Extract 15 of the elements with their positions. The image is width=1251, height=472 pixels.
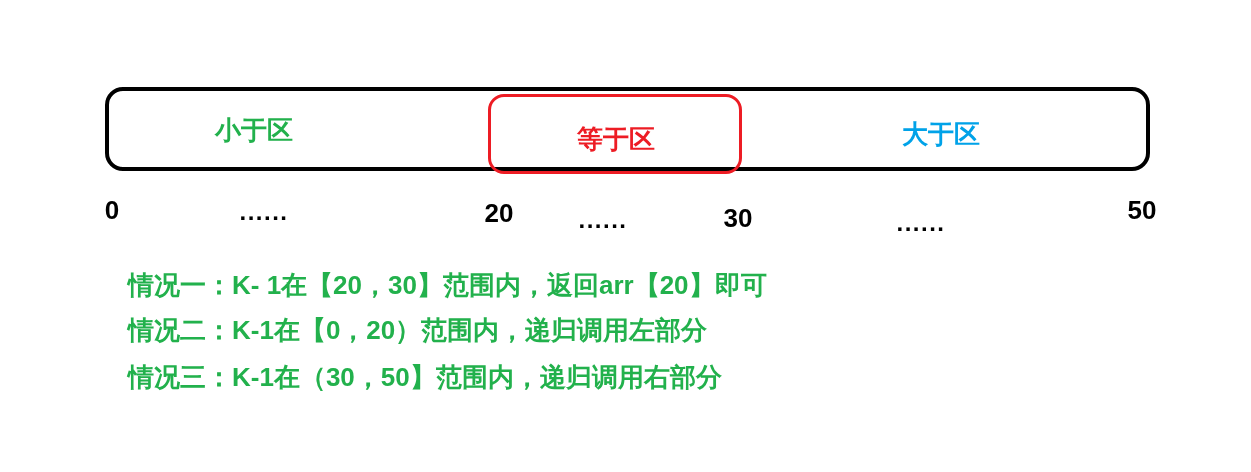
case-note: 情况二：K-1在【0，20）范围内，递归调用左部分: [128, 315, 708, 347]
case-note: 情况三：K-1在（30，50】范围内，递归调用右部分: [128, 362, 722, 394]
range-bar: [105, 87, 1150, 171]
boundary-number: 0: [104, 195, 120, 227]
boundary-number: 50: [1127, 195, 1157, 227]
zone-label: 小于区: [215, 115, 293, 147]
boundary-number: 30: [723, 203, 753, 235]
zone-label: 大于区: [902, 119, 980, 151]
ellipsis: ......: [896, 208, 946, 238]
case-note: 情况一：K- 1在【20，30】范围内，返回arr【20】即可: [128, 270, 767, 302]
boundary-number: 20: [484, 198, 514, 230]
ellipsis: ......: [239, 197, 289, 227]
equal-zone-box: [488, 94, 742, 174]
zone-label: 等于区: [577, 124, 655, 156]
ellipsis: ......: [578, 205, 628, 235]
